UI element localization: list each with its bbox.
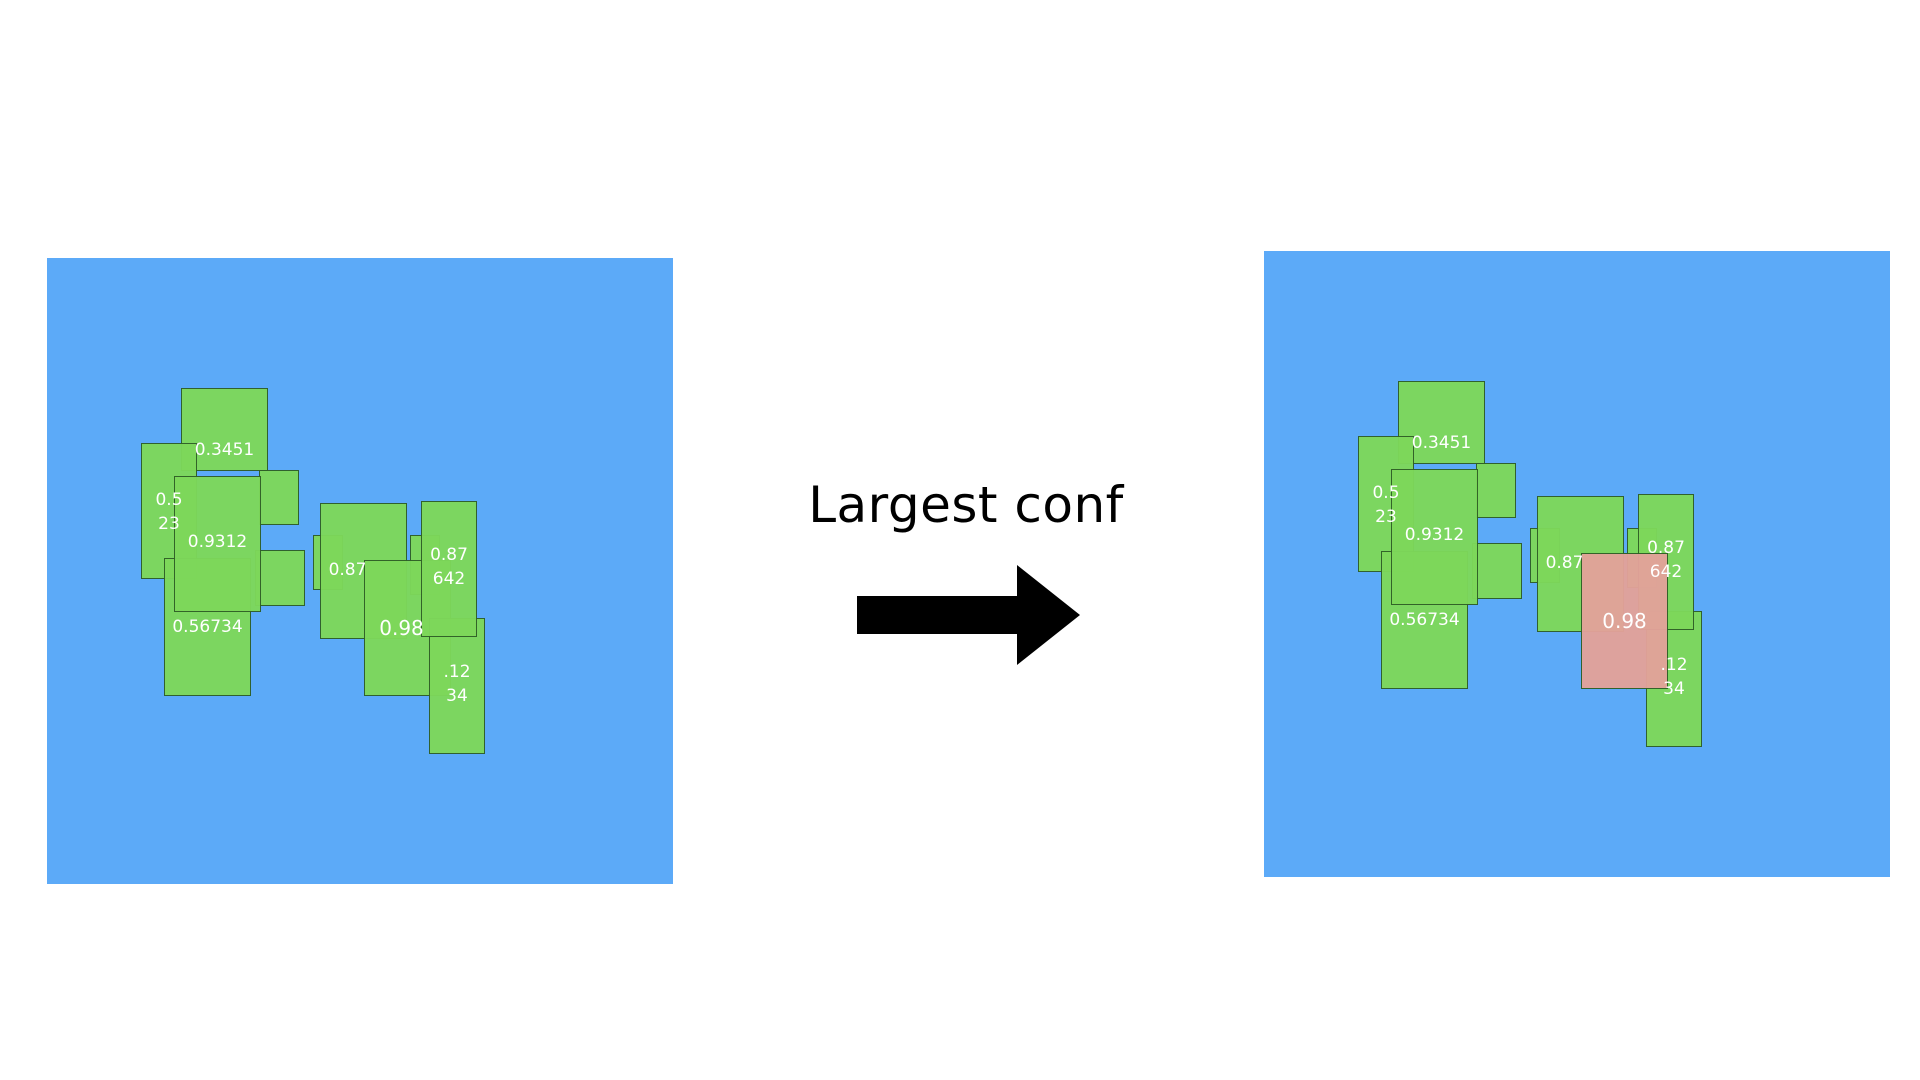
detection-box: [259, 470, 299, 525]
detection-box: [429, 618, 485, 754]
detection-box: [1476, 463, 1516, 518]
detection-box: [174, 476, 261, 612]
right-arrow-icon: [857, 565, 1080, 665]
detection-box: [255, 550, 305, 606]
detection-box: [1391, 469, 1478, 605]
selected-detection-box: [1581, 553, 1668, 689]
detection-box: [421, 501, 477, 637]
detection-box: [1472, 543, 1522, 599]
caption-text: Largest conf: [808, 476, 1124, 534]
